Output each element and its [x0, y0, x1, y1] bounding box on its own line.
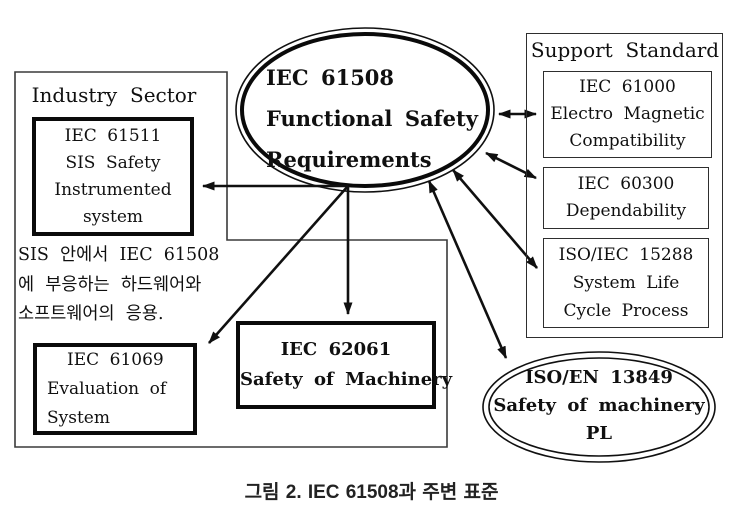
- iso13849-line1: ISO/EN 13849: [525, 367, 673, 388]
- korean-note-line3: 소프트웨어의 응용.: [18, 304, 164, 324]
- iec61511-line3: Instrumented: [54, 179, 172, 200]
- iso13849-label: ISO/EN 13849 Safety of machinery PL: [490, 364, 708, 448]
- iso15288-line2: System Life: [572, 273, 680, 293]
- iec62061-line1: IEC 62061: [280, 339, 392, 360]
- center-ellipse-inner: [240, 32, 490, 188]
- center-ellipse-outer: [235, 27, 495, 193]
- support-standard-box: [526, 33, 723, 338]
- iec61069-line3: System: [47, 407, 110, 428]
- iso13849-ellipse-inner: [488, 357, 710, 457]
- iec62061-line2: Safety of Machinery: [240, 369, 453, 390]
- iso13849-line3: PL: [585, 423, 613, 444]
- iso15288-box: ISO/IEC 15288 System Life Cycle Process: [543, 238, 709, 328]
- center-ellipse-line1: IEC 61508: [266, 65, 395, 90]
- iec61511-box: IEC 61511 SIS Safety Instrumented system: [32, 117, 194, 236]
- figure-caption: 그림 2. IEC 61508과 주변 표준: [244, 482, 499, 503]
- iec61511-line1: IEC 61511: [64, 125, 162, 146]
- iec61000-box: IEC 61000 Electro Magnetic Compatibility: [543, 71, 712, 158]
- korean-note-line1: SIS 안에서 IEC 61508: [18, 245, 220, 265]
- iso13849-line2: Safety of machinery: [493, 395, 705, 416]
- iec61069-box: IEC 61069 Evaluation of System: [33, 343, 197, 435]
- iso13849-ellipse-outer: [482, 351, 716, 463]
- arrow-to-iec61069: [208, 185, 349, 344]
- iec60300-box: IEC 60300 Dependability: [543, 167, 709, 229]
- iec61511-line4: system: [82, 206, 144, 227]
- korean-note: SIS 안에서 IEC 61508 에 부응하는 하드웨어와 소프트웨어의 응용…: [18, 241, 233, 330]
- iso15288-line3: Cycle Process: [563, 301, 689, 321]
- iec61069-line2: Evaluation of: [47, 378, 167, 399]
- iec60300-line1: IEC 60300: [577, 174, 675, 194]
- arrow-iso15288: [452, 169, 538, 269]
- iso15288-line1: ISO/IEC 15288: [558, 245, 694, 265]
- iec61069-line1: IEC 61069: [67, 349, 164, 370]
- iec61000-line3: Compatibility: [569, 131, 686, 151]
- industry-sector-title: Industry Sector: [31, 83, 197, 107]
- iec60300-line2: Dependability: [565, 201, 687, 221]
- support-standard-title: Support Standard: [530, 38, 720, 62]
- iec61511-line2: SIS Safety: [65, 152, 161, 173]
- center-ellipse-label: IEC 61508 Functional Safety Requirements: [266, 57, 491, 180]
- center-ellipse-line2: Functional Safety: [266, 106, 478, 131]
- iec61000-line1: IEC 61000: [579, 77, 676, 97]
- iec61000-line2: Electro Magnetic: [550, 104, 705, 124]
- iec62061-box: IEC 62061 Safety of Machinery: [236, 321, 453, 409]
- center-ellipse-line3: Requirements: [266, 147, 432, 172]
- korean-note-line2: 에 부응하는 하드웨어와: [18, 274, 202, 295]
- arrow-iso13849: [427, 180, 508, 359]
